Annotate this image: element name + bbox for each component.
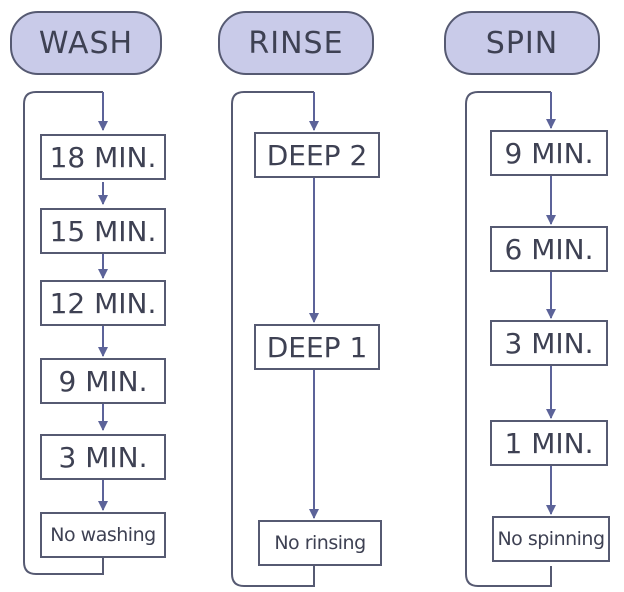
wash-connectors xyxy=(23,91,108,575)
spin-option-3-min[interactable]: 3 MIN. xyxy=(490,320,608,366)
spin-option-6-min[interactable]: 6 MIN. xyxy=(490,226,608,272)
wash-option-9-min[interactable]: 9 MIN. xyxy=(40,358,166,404)
rinse-option-deep-2[interactable]: DEEP 2 xyxy=(254,132,380,178)
rinse-header: RINSE xyxy=(218,11,374,75)
spin-header: SPIN xyxy=(444,11,600,75)
spin-option-1-min[interactable]: 1 MIN. xyxy=(490,420,608,466)
wash-option-3-min[interactable]: 3 MIN. xyxy=(40,434,166,480)
spin-connectors xyxy=(465,91,556,587)
wash-header: WASH xyxy=(10,11,162,75)
rinse-option-no-rinsing[interactable]: No rinsing xyxy=(258,520,382,566)
wash-option-18-min[interactable]: 18 MIN. xyxy=(40,134,166,180)
rinse-connectors xyxy=(231,91,319,587)
rinse-option-deep-1[interactable]: DEEP 1 xyxy=(254,324,380,370)
spin-option-no-spinning[interactable]: No spinning xyxy=(492,516,610,562)
wash-option-no-washing[interactable]: No washing xyxy=(40,512,166,558)
wash-option-12-min[interactable]: 12 MIN. xyxy=(40,280,166,326)
spin-option-9-min[interactable]: 9 MIN. xyxy=(490,130,608,176)
wash-option-15-min[interactable]: 15 MIN. xyxy=(40,208,166,254)
